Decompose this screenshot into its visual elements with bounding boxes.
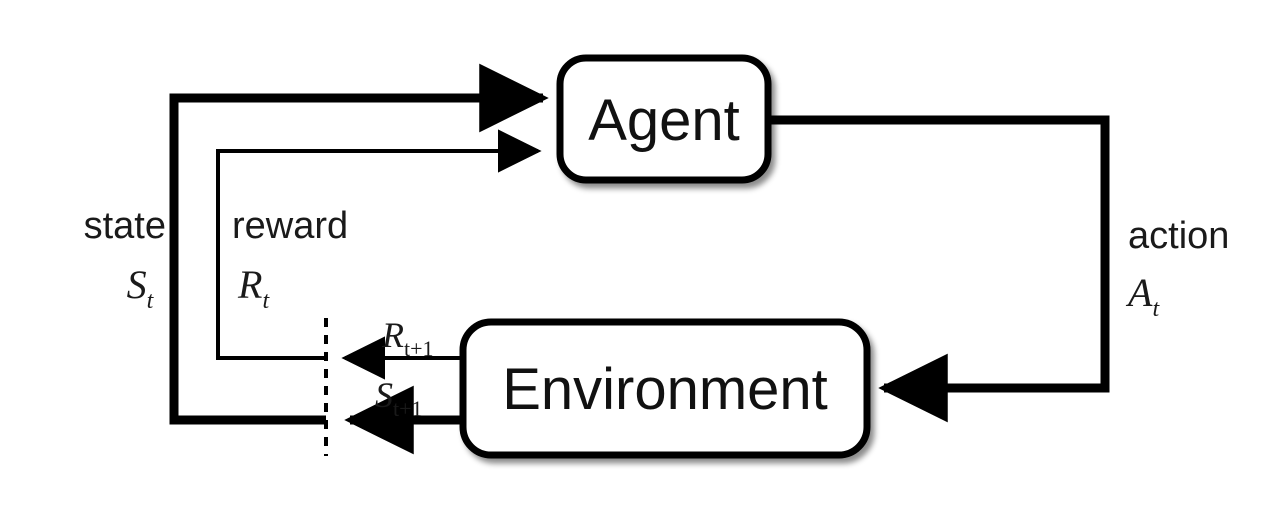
state-next-symbol-subscript: t+1 [393,396,423,421]
state-next-symbol: St+1 [375,375,423,421]
edge-action-to-environment [768,115,1110,423]
state-symbol: St [127,262,155,314]
agent-label: Agent [588,88,740,153]
action-symbol-base: A [1125,270,1153,315]
label-state: state St [84,205,166,314]
reward-next-symbol-base: R [381,315,404,355]
reward-next-symbol-subscript: t+1 [404,336,434,361]
action-edge-line [768,115,1110,423]
state-edge-line [169,63,549,425]
label-reward-next: Rt+1 [381,315,434,361]
environment-label: Environment [502,357,828,422]
node-environment[interactable]: Environment [459,318,871,459]
agent-box[interactable] [556,54,772,184]
action-symbol: At [1125,270,1160,322]
reward-word-label: reward [232,205,348,247]
state-symbol-base: S [127,262,147,307]
state-word-label: state [84,205,166,247]
label-action: action At [1125,215,1229,322]
edge-reward-to-agent [216,129,542,360]
action-word-label: action [1128,215,1229,257]
label-reward: reward Rt [232,205,348,314]
action-symbol-subscript: t [1152,296,1160,322]
reward-next-symbol: Rt+1 [381,315,434,361]
reward-symbol: Rt [237,262,270,314]
reward-symbol-subscript: t [262,288,270,314]
reward-edge-line [216,129,542,360]
reward-symbol-base: R [237,262,262,307]
environment-box[interactable] [459,318,871,459]
node-agent[interactable]: Agent [556,54,772,184]
state-next-symbol-base: S [375,375,393,415]
state-symbol-subscript: t [147,288,155,314]
label-state-next: St+1 [375,375,423,421]
edge-state-to-agent [169,63,549,425]
